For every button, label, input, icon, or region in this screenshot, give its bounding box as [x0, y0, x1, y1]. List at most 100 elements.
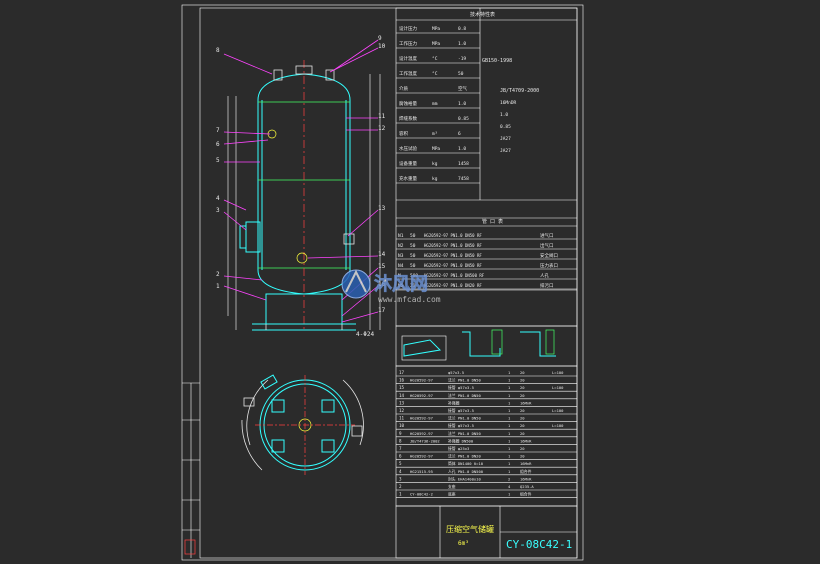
vessel-plan-view — [241, 374, 364, 475]
nozzle-id: N5 — [398, 283, 404, 289]
part-no: 2 — [399, 484, 402, 489]
part-qty: 1 — [508, 469, 511, 474]
part-std: HG20592-97 — [410, 393, 433, 398]
nozzle-std: HG20592-97 PN1.0 DN50 RF — [424, 233, 482, 238]
callout-label: 7 — [216, 127, 220, 134]
part-material: 20 — [520, 370, 525, 375]
callout-label: 10 — [378, 43, 386, 50]
callout-label: 4 — [216, 195, 220, 202]
design-row-unit: m³ — [432, 131, 438, 137]
part-qty: 1 — [508, 400, 511, 405]
design-row-label: 工作温度 — [399, 70, 417, 77]
part-std: CY-08C42-2 — [410, 492, 433, 497]
callout-label: 1 — [216, 283, 220, 290]
design-row-label: 设计温度 — [399, 55, 417, 62]
design-row-value: 1.0 — [458, 146, 466, 152]
part-qty: 1 — [508, 461, 511, 466]
leader-lines — [223, 39, 379, 323]
part-name: 接管 φ57x3.5 — [448, 408, 474, 413]
part-name: 接管 φ25x3 — [448, 446, 469, 451]
tables-frame — [395, 7, 578, 559]
callout-label: 11 — [378, 113, 386, 120]
design-row-label: 设备重量 — [399, 160, 417, 167]
design-row-value: -19 — [458, 56, 466, 62]
part-qty: 1 — [508, 370, 511, 375]
part-name: 法兰 PN1.0 DN50 — [448, 393, 481, 398]
nozzle-id: N1 — [398, 233, 404, 239]
nozzle-use: 排污口 — [540, 282, 554, 289]
design-row-value: 7458 — [458, 176, 469, 182]
part-name: 法兰 PN1.0 DN50 — [448, 431, 481, 436]
nozzle-std: HG20592-97 PN1.0 DN500 RF — [424, 273, 485, 278]
part-qty: 1 — [508, 408, 511, 413]
design-right-value: 1.0 — [500, 112, 508, 118]
nozzle-use: 进气口 — [540, 232, 554, 239]
part-no: 12 — [399, 408, 405, 413]
weld-details — [401, 329, 556, 361]
part-name: φ57x3.5 — [448, 370, 464, 375]
part-material: 20 — [520, 408, 525, 413]
standard-note-2: JB/T4709-2000 — [500, 88, 539, 94]
nozzle-dn: 50 — [410, 233, 416, 239]
nozzle-use: 压力表口 — [540, 262, 558, 269]
binding-strip — [182, 382, 200, 558]
nozzle-std: HG20592-97 PN1.0 DN50 RF — [424, 253, 482, 258]
part-name: 补强圈 — [448, 400, 460, 405]
part-qty: 1 — [508, 378, 511, 383]
part-no: 14 — [399, 393, 405, 398]
part-note: L=100 — [552, 408, 564, 413]
part-no: 13 — [399, 400, 405, 405]
design-row-unit: °C — [432, 71, 438, 77]
design-row-value: 1.0 — [458, 41, 466, 47]
design-row-unit: MPa — [432, 26, 440, 32]
nozzle-dn: 500 — [410, 273, 418, 279]
part-name: 支座 — [448, 484, 456, 489]
part-name: 人孔 PN1.0 DN500 — [448, 469, 484, 474]
callout-label: 6 — [216, 141, 220, 148]
design-row-value: 空气 — [458, 85, 467, 92]
nozzle-use: 出气口 — [540, 242, 554, 249]
part-no: 6 — [399, 454, 402, 459]
callout-label: 13 — [378, 205, 386, 212]
design-row-value: 0.8 — [458, 26, 466, 32]
watermark-url: www.mfcad.com — [378, 295, 441, 304]
nozzle-std: HG20592-97 PN1.0 DN50 RF — [424, 243, 482, 248]
part-std: JB/T4736-2002 — [410, 438, 440, 443]
drawing-border — [181, 4, 584, 561]
part-material: 20 — [520, 393, 525, 398]
part-std: HG20592-97 — [410, 378, 433, 383]
nozzle-use: 安全阀口 — [540, 252, 558, 259]
part-material: 20 — [520, 446, 525, 451]
nozzle-dn: 50 — [410, 263, 416, 269]
nozzle-id: M — [398, 273, 401, 279]
nozzle-table-header: 管 口 表 — [482, 218, 503, 225]
callout-label: 15 — [378, 263, 386, 270]
nozzle-dn: 50 — [410, 243, 416, 249]
part-note: L=100 — [552, 385, 564, 390]
part-qty: 1 — [508, 393, 511, 398]
design-row-label: 容积 — [399, 130, 408, 137]
part-qty: 1 — [508, 446, 511, 451]
part-material: 20 — [520, 385, 525, 390]
part-note: L=100 — [552, 423, 564, 428]
part-no: 3 — [399, 476, 402, 481]
part-material: Q235-A — [520, 484, 534, 489]
part-material: 组合件 — [520, 492, 532, 497]
design-right-value: JA27 — [500, 136, 511, 142]
watermark: 沐风网 www.mfcad.com — [341, 269, 441, 304]
part-name: 法兰 PN1.0 DN20 — [448, 454, 481, 459]
part-note: L=100 — [552, 370, 564, 375]
nozzle-id: N2 — [398, 243, 404, 249]
part-material: 16MnR — [520, 476, 532, 481]
part-qty: 1 — [508, 385, 511, 390]
design-row-value: 50 — [458, 71, 464, 77]
part-material: 组合件 — [520, 469, 532, 474]
callout-label: 17 — [378, 307, 386, 314]
part-name: 法兰 PN1.0 DN50 — [448, 416, 481, 421]
part-std: HG20592-97 — [410, 431, 433, 436]
